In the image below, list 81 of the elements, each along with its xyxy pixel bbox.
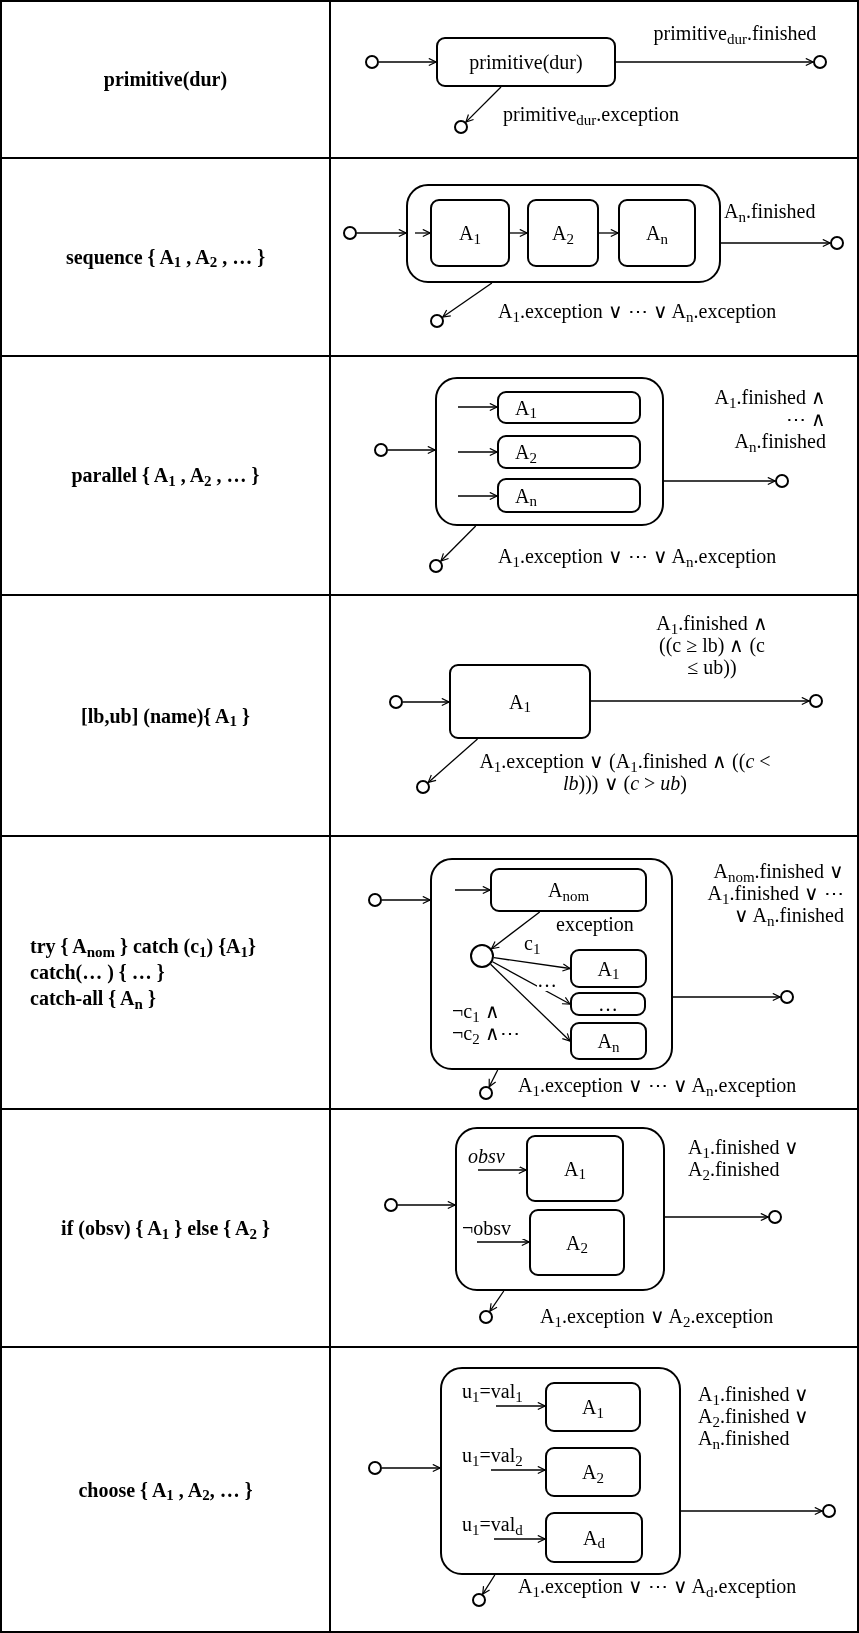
activity-box	[497, 435, 641, 469]
arrow	[590, 696, 810, 706]
arrow	[414, 228, 431, 238]
arrow	[489, 1290, 505, 1312]
arrow	[509, 228, 528, 238]
activity-box	[570, 992, 646, 1016]
construct-label: sequence { A$_{1}$ , A$_{2}$ , … }	[65, 244, 266, 270]
activity-name: A$_{n}$	[597, 1031, 620, 1051]
arrow	[493, 1534, 546, 1544]
activity-name: A$_{1}$	[509, 691, 531, 712]
activity-box	[529, 1209, 625, 1276]
arrow	[378, 57, 437, 67]
activity-name: A$_{2}$	[515, 442, 537, 462]
arrow	[457, 402, 498, 412]
arrow	[680, 1506, 823, 1516]
activity-name: A$_{1}$	[459, 223, 481, 243]
arrow	[397, 1200, 456, 1210]
activity-name: A$_{2}$	[566, 1232, 588, 1253]
activity-name: A$_{2}$	[582, 1462, 604, 1482]
activity-box	[618, 199, 696, 267]
composite-box	[435, 377, 664, 526]
arrow	[490, 1465, 546, 1475]
arrow	[356, 228, 407, 238]
arrow	[477, 1165, 527, 1175]
construct-label: [lb,ub] (name){ A$_{1}$ }	[81, 703, 250, 729]
construct-label: parallel { A$_{1}$ , A$_{2}$ , … }	[71, 463, 260, 489]
arrow	[493, 957, 571, 972]
arrow	[476, 1237, 530, 1247]
construct-label: try { A$_{nom}$ } catch (c$_{1}$) {A$_{1}$}	[30, 934, 256, 960]
activity-name: …	[598, 994, 618, 1014]
activity-box	[497, 391, 641, 424]
activity-box	[497, 478, 641, 513]
arrow	[488, 1069, 499, 1088]
construct-label: choose { A$_{1}$ , A$_{2}$, … }	[78, 1477, 253, 1503]
arrow	[720, 238, 831, 248]
construct-label: if (obsv) { A$_{1}$ } else { A$_{2}$ }	[61, 1216, 270, 1241]
arrow	[457, 491, 498, 501]
activity-name: A$_{n}$	[515, 485, 537, 506]
activity-name: primitive(dur)	[469, 52, 583, 72]
composite-box	[406, 184, 721, 283]
activity-name: A$_{1}$	[597, 958, 620, 979]
arrow	[598, 228, 619, 238]
activity-name: A$_{1}$	[582, 1397, 604, 1417]
arrow	[402, 697, 450, 707]
arrow	[442, 282, 493, 318]
activity-box	[545, 1382, 641, 1432]
activity-box	[526, 1135, 624, 1202]
activity-box	[545, 1447, 641, 1497]
construct-label: primitive(dur)	[103, 67, 228, 93]
activity-name: A$_{2}$	[552, 223, 574, 243]
arrow	[615, 57, 814, 67]
arrow	[387, 445, 436, 455]
activity-name: A$_{nom}$	[547, 880, 590, 900]
arrow	[482, 1574, 496, 1595]
arrow	[490, 911, 541, 950]
activity-box	[527, 199, 599, 267]
arrow	[663, 476, 776, 486]
activity-name: A$_{1}$	[564, 1158, 586, 1179]
activity-box	[430, 199, 510, 267]
arrow	[427, 738, 479, 784]
activity-box	[449, 664, 591, 739]
arrow	[672, 992, 781, 1002]
arrow	[495, 1401, 546, 1411]
arrow	[491, 961, 571, 1005]
activity-name: A$_{d}$	[583, 1527, 605, 1548]
arrow	[664, 1212, 769, 1222]
activity-box	[436, 37, 616, 87]
arrow	[454, 885, 491, 895]
arrow	[381, 1463, 441, 1473]
activity-name: A$_{n}$	[646, 223, 668, 243]
arrow	[465, 86, 502, 123]
arrow	[457, 447, 498, 457]
activity-box	[570, 1022, 647, 1060]
construct-label: catch(… ) { … }	[30, 960, 165, 986]
arrow	[489, 963, 571, 1042]
arrow	[381, 895, 431, 905]
activity-box	[545, 1512, 643, 1563]
construct-label: catch-all { A$_{n}$ }	[30, 986, 156, 1012]
arrow	[440, 525, 477, 562]
activity-box	[570, 949, 647, 988]
activity-name: A$_{1}$	[515, 397, 537, 418]
